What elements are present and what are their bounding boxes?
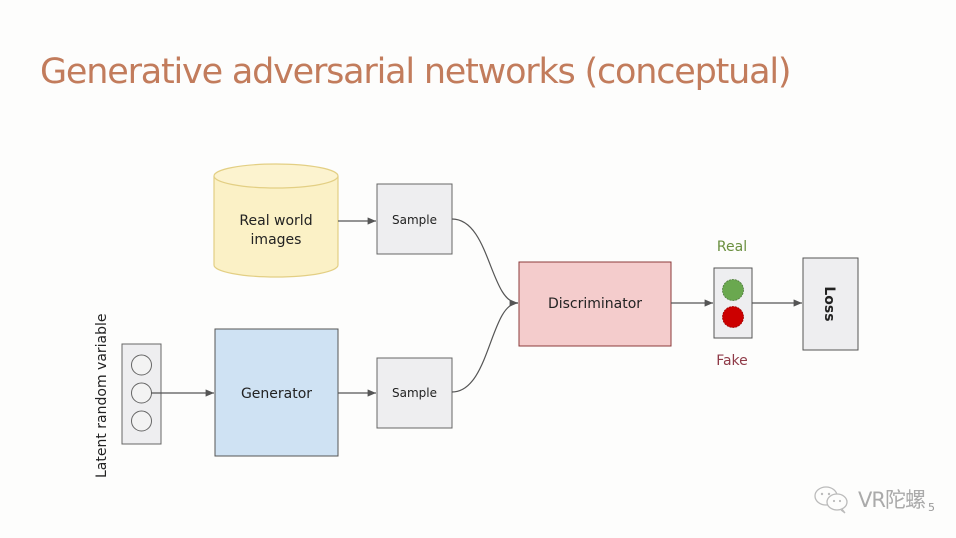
real-world-label-2: images — [251, 232, 302, 248]
wechat-icon — [814, 486, 848, 514]
watermark-text: VR陀螺 — [858, 488, 926, 512]
slide-title: Generative adversarial networks (concept… — [40, 52, 792, 92]
sample-top-node: Sample — [376, 183, 453, 255]
latent-variable-node: Latent random variable — [94, 313, 162, 478]
latent-circle — [131, 354, 152, 376]
loss-label: Loss — [821, 286, 837, 321]
edge-sample-bottom-to-discriminator — [451, 302, 519, 393]
latent-circle — [131, 410, 152, 432]
edge-sample-top-to-discriminator — [451, 218, 519, 307]
discriminator-label: Discriminator — [548, 296, 642, 312]
latent-circle — [131, 382, 152, 404]
sample-bottom-label: Sample — [392, 386, 437, 400]
real-indicator — [722, 279, 744, 301]
real-world-label-1: Real world — [239, 213, 312, 229]
fake-label: Fake — [716, 353, 748, 369]
real-label: Real — [717, 239, 747, 255]
discriminator-node: Discriminator — [518, 261, 672, 347]
generator-node: Generator — [214, 328, 339, 457]
fake-indicator — [722, 306, 744, 328]
generator-label: Generator — [241, 386, 312, 402]
page-number: 5 — [928, 501, 935, 514]
sample-bottom-node: Sample — [376, 357, 453, 429]
latent-variable-label: Latent random variable — [94, 313, 110, 478]
real-world-images-node: Real world images — [213, 163, 339, 278]
loss-node: Loss — [802, 257, 859, 351]
watermark: VR陀螺 — [812, 484, 926, 514]
output-node: Real Fake — [713, 239, 753, 369]
sample-top-label: Sample — [392, 213, 437, 227]
